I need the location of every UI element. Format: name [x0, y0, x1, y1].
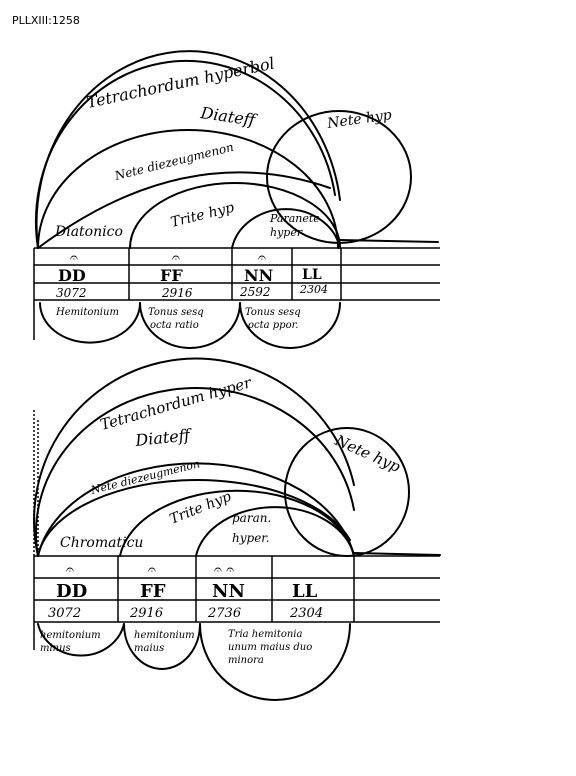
neume-2: 𝄐: [172, 250, 180, 266]
note-ll: LL: [302, 267, 322, 283]
neume-2: 𝄐: [148, 562, 156, 578]
note-nn: NN: [212, 581, 245, 602]
trite-hyp-arc: [119, 489, 355, 557]
interval-arc-3: [239, 302, 341, 349]
paranete-arc: [231, 208, 341, 249]
page-id-label: PLLXIII:1258: [12, 14, 80, 27]
interval-3-line-1: Tria hemitonia: [228, 629, 303, 640]
nete-hyp-label: Nete hyp: [331, 431, 403, 476]
paranete-label-1: paran.: [232, 511, 271, 525]
number-4: 2304: [299, 283, 328, 296]
interval-3-line-2: unum maius duo: [228, 642, 312, 653]
interval-3-line-3: minora: [228, 655, 264, 666]
number-1: 3072: [48, 606, 81, 621]
nete-diezeugmenon-label: Nete diezeugmenon: [89, 457, 202, 497]
interval-2-line-1: Tonus sesq: [148, 307, 204, 318]
neume-1: 𝄐: [70, 250, 78, 266]
note-ff: FF: [140, 581, 166, 602]
diatessaron-label: Diateff: [198, 103, 258, 130]
interval-arc-3: [199, 623, 351, 701]
note-dd: DD: [58, 266, 86, 285]
number-4: 2304: [289, 606, 323, 621]
interval-arc-1: [37, 623, 125, 657]
paranete-label-2: hyper: [270, 226, 303, 239]
number-1: 3072: [56, 286, 87, 300]
diagram-2: Tetrachordum hyper Diateff Nete hyp Nete…: [33, 357, 441, 701]
paranete-label-2: hyper.: [232, 531, 270, 545]
diatessaron-label: Diateff: [133, 425, 193, 450]
nete-extension: [339, 239, 439, 243]
note-dd: DD: [56, 581, 87, 602]
note-ll: LL: [292, 581, 318, 602]
note-nn: NN: [244, 266, 273, 285]
interval-3-line-2: octa ppor.: [248, 320, 298, 331]
tetrachordum-label: Tetrachordum hyperbol: [85, 53, 276, 111]
nete-diezeugmenon-arc: [37, 462, 355, 557]
paranete-label-1: Paranete: [269, 212, 320, 225]
tetrachordum-label: Tetrachordum hyper: [98, 373, 254, 434]
interval-2-line-2: octa ratio: [150, 320, 199, 331]
genus-label: Diatonico: [54, 224, 123, 240]
nete-diezeugmenon-label: Nete diezeugmenon: [112, 140, 235, 183]
interval-2-line-2: maius: [134, 643, 164, 654]
interval-2-line-1: hemitonium: [134, 630, 195, 641]
interval-1-line-2: minus: [40, 643, 71, 654]
diagram-1: Tetrachordum hyperbol Diateff Nete hyp N…: [33, 50, 440, 349]
diatessaron-arc: [35, 387, 355, 557]
number-3: 2592: [239, 285, 271, 299]
diatessaron-arc: [35, 59, 336, 249]
tetrachordum-arc: [33, 357, 355, 557]
interval-1-line-1: Hemitonium: [55, 307, 119, 318]
neume-1: 𝄐: [66, 562, 74, 578]
interval-arc-1: [39, 302, 141, 344]
interval-1-line-1: hemitonium: [40, 630, 101, 641]
number-2: 2916: [161, 286, 193, 300]
neume-3: 𝄐 𝄐: [214, 562, 234, 578]
nete-extension: [353, 552, 441, 556]
interval-arc-2: [139, 302, 241, 349]
interval-3-line-1: Tonus sesq: [245, 307, 301, 318]
note-ff: FF: [160, 266, 183, 285]
diezeugmenon-inner-arc: [37, 479, 351, 557]
number-3: 2736: [207, 606, 241, 621]
genus-label: Chromaticu: [60, 535, 143, 551]
nete-diezeugmenon-arc: [37, 129, 339, 249]
interval-arc-2: [123, 623, 201, 670]
paranete-arc: [195, 506, 355, 557]
nete-hyp-circle: [266, 110, 412, 244]
diezeugmenon-inner-arc: [37, 171, 331, 249]
trite-hyp-arc: [129, 182, 341, 249]
trite-hyp-label: Trite hyp: [169, 200, 236, 231]
neume-3: 𝄐: [258, 250, 266, 266]
number-2: 2916: [129, 606, 163, 621]
